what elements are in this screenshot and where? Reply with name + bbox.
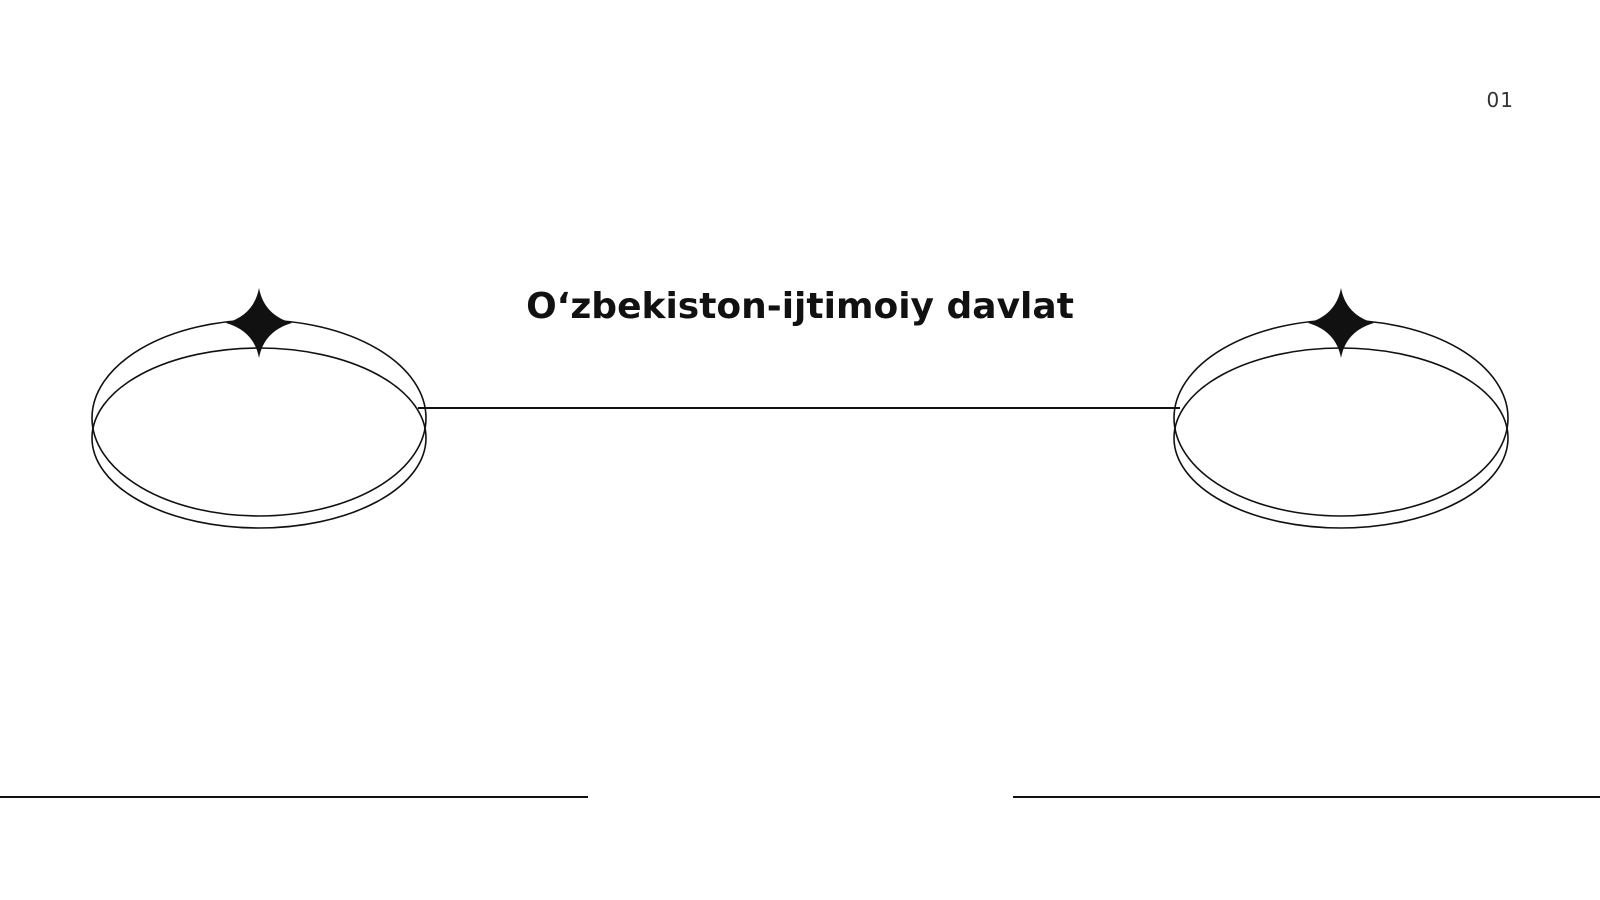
left-ring-with-star-icon	[91, 288, 427, 529]
right-star-icon	[1308, 288, 1374, 358]
slide-title: O‘zbekiston-ijtimoiy davlat	[526, 286, 1074, 327]
left-star-icon	[226, 288, 292, 358]
slide-number: 01	[1486, 88, 1514, 112]
right-ring-with-star-icon	[1173, 288, 1509, 529]
